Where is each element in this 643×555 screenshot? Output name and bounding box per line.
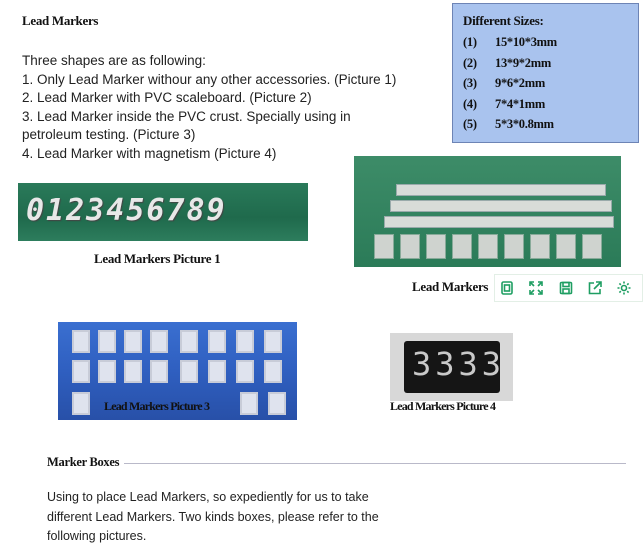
lead-markers-picture-3 [58,322,297,420]
marker-tile [72,392,90,415]
marker-tile [264,330,282,353]
copy-icon[interactable] [495,275,518,301]
intro-line: 3. Lead Marker inside the PVC crust. Spe… [22,108,351,124]
marker-boxes-line: following pictures. [47,529,147,543]
page-title: Lead Markers [22,13,99,28]
intro-line: 1. Only Lead Marker withour any other ac… [22,71,397,87]
marker-digits: 3333 [412,345,506,383]
lead-markers-picture-1: 0123456789 [18,183,308,241]
marker-tile [208,360,226,383]
marker-tile [124,330,142,353]
marker-boxes-line: different Lead Markers. Two kinds boxes,… [47,509,379,524]
lead-markers-picture-4: 3333 [390,333,513,401]
size-item: (3)9*6*2mm [463,76,545,90]
marker-tile [236,360,254,383]
intro-line: 4. Lead Marker with magnetism (Picture 4… [22,145,277,161]
scaleboard-strip [396,184,606,196]
marker-tile [478,234,498,259]
marker-tile [268,392,286,415]
lead-markers-picture-2 [354,156,621,267]
size-item: (4)7*4*1mm [463,96,545,111]
marker-tile [208,330,226,353]
size-item: (5)5*3*0.8mm [463,117,554,131]
marker-tile [236,330,254,353]
marker-boxes-title: Marker Boxes [47,455,120,469]
marker-tile [72,330,90,353]
magnet-block [404,341,500,393]
scaleboard-strip [390,200,612,212]
scaleboard-strip [384,216,614,228]
marker-tile [426,234,446,259]
marker-tile [556,234,576,259]
lead-markers-label: Lead Markers [412,279,489,294]
image-toolbar [494,274,643,302]
marker-tile [72,360,90,383]
marker-tile [180,360,198,383]
marker-tile [150,330,168,353]
marker-tile [124,360,142,383]
marker-tile [180,330,198,353]
marker-tile [264,360,282,383]
marker-tile [582,234,602,259]
picture-4-caption: Lead Markers Picture 4 [390,399,496,413]
marker-digits: 0123456789 [26,193,227,228]
expand-icon[interactable] [524,275,547,301]
marker-boxes-line: Using to place Lead Markers, so expedien… [47,490,369,504]
intro-line: Three shapes are as following: [22,53,206,68]
size-item: (2)13*9*2mm [463,55,551,70]
save-icon[interactable] [554,275,577,301]
size-item: (1)15*10*3mm [463,35,557,49]
section-divider [124,463,626,464]
marker-tile [98,330,116,353]
share-icon[interactable] [583,275,606,301]
picture-1-caption: Lead Markers Picture 1 [94,251,221,266]
marker-tile [150,360,168,383]
marker-tile [530,234,550,259]
marker-tile [452,234,472,259]
marker-tile [374,234,394,259]
marker-tile [98,360,116,383]
intro-text: Three shapes are as following: 1. Only L… [22,52,442,163]
marker-tile [504,234,524,259]
marker-boxes-text: Using to place Lead Markers, so expedien… [47,488,397,547]
intro-line: 2. Lead Marker with PVC scaleboard. (Pic… [22,90,312,105]
sizes-header: Different Sizes: [463,13,544,28]
different-sizes-box: Different Sizes: (1)15*10*3mm (2)13*9*2m… [452,3,639,143]
marker-tile [400,234,420,259]
intro-line: petroleum testing. (Picture 3) [22,127,196,142]
settings-icon[interactable] [613,275,636,301]
marker-tile [240,392,258,415]
picture-3-caption: Lead Markers Picture 3 [104,399,210,413]
